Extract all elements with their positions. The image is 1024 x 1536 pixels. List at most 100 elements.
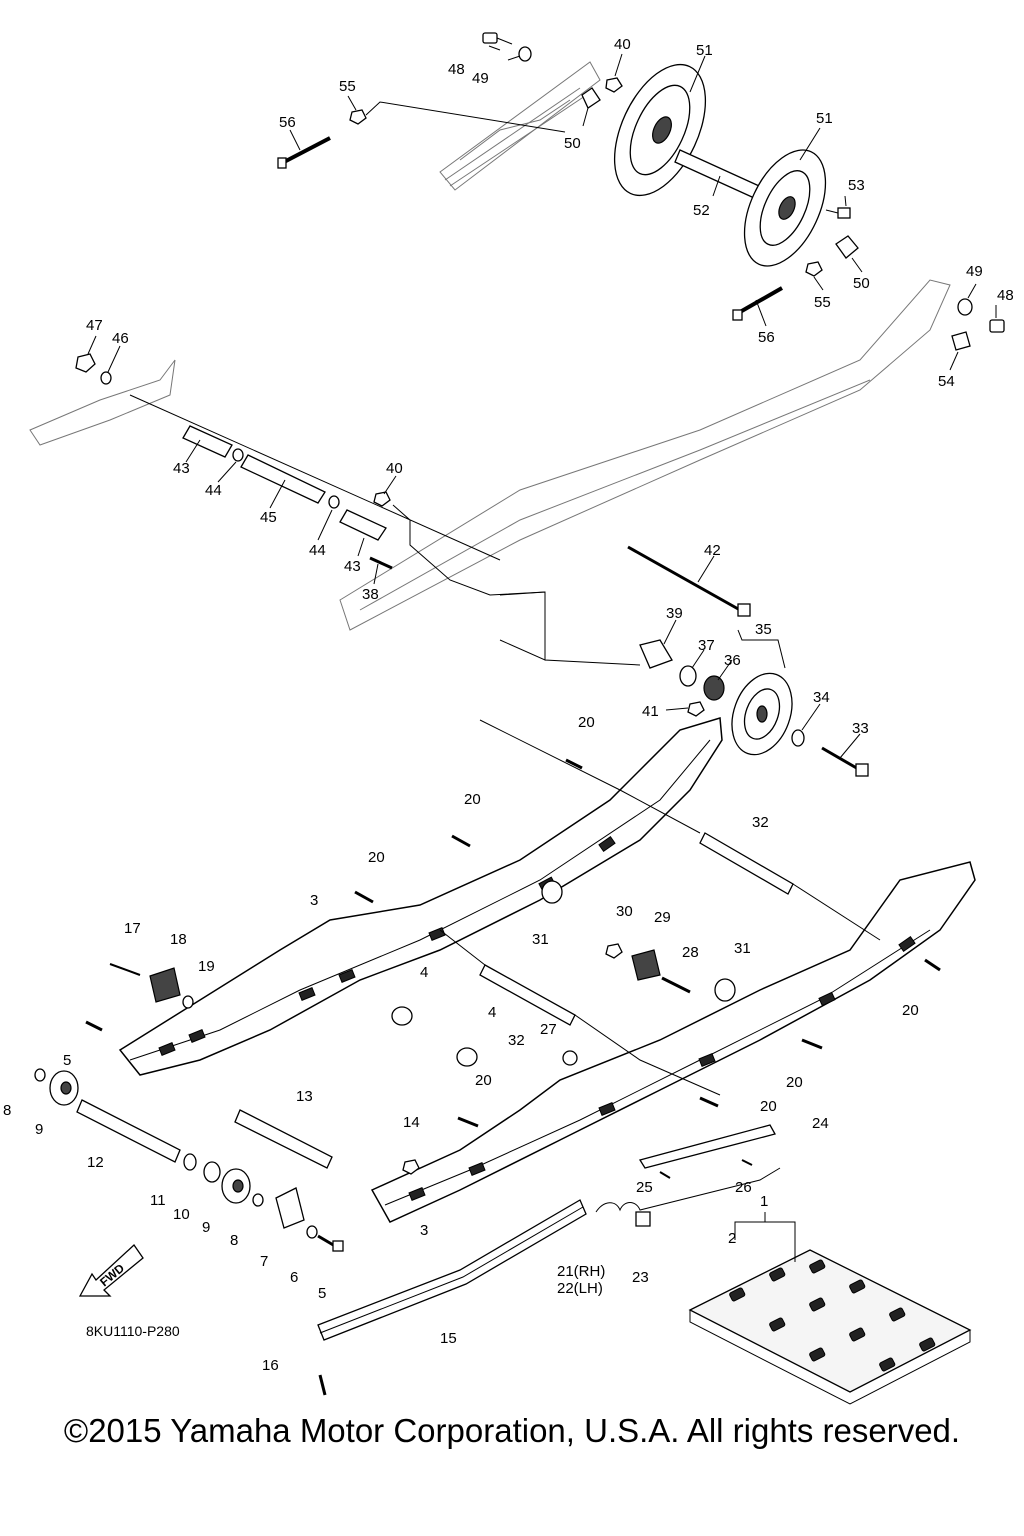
callout: 54	[938, 373, 955, 390]
callout: 16	[262, 1357, 279, 1374]
callout: 2	[728, 1230, 736, 1247]
callout: 56	[279, 114, 296, 131]
callout: 8	[3, 1102, 11, 1119]
callout: 5	[63, 1052, 71, 1069]
callout: 7	[260, 1253, 268, 1270]
callout: 20	[760, 1098, 777, 1115]
callout: 40	[386, 460, 403, 477]
clip-19	[182, 995, 194, 1009]
nut-47	[75, 353, 96, 373]
left-slide-rail-3	[370, 861, 976, 1223]
cross-shaft-32-lower	[479, 964, 576, 1026]
callout: 1	[760, 1193, 768, 1210]
callout: 42	[704, 542, 721, 559]
callout: 14	[403, 1114, 420, 1131]
callout: 20	[902, 1002, 919, 1019]
nut-27	[562, 1050, 578, 1066]
callout: 5	[318, 1285, 326, 1302]
washer-6	[306, 1225, 318, 1239]
callout: 35	[755, 621, 772, 638]
callout: 43	[344, 558, 361, 575]
ring-10	[203, 1161, 221, 1183]
nut-40-top	[605, 77, 623, 93]
bolt-38	[369, 556, 393, 570]
spacer-39	[639, 639, 673, 669]
bolts-20	[85, 758, 941, 1128]
callout: 47	[86, 317, 103, 334]
callout: 45	[260, 509, 277, 526]
callout: 37	[698, 637, 715, 654]
callout: 43	[173, 460, 190, 477]
o-ring-44-left	[232, 448, 244, 462]
spring-21-22	[595, 1167, 781, 1213]
bushing-31-left	[541, 880, 563, 904]
callout: 40	[614, 36, 631, 53]
drawing-code: 8KU1110-P280	[86, 1323, 180, 1339]
callout: 25	[636, 1179, 653, 1196]
washer-34	[791, 729, 805, 747]
bolt-5-lower	[317, 1234, 344, 1252]
callout: 56	[758, 329, 775, 346]
bearing-36	[703, 675, 725, 701]
callout: 3	[420, 1222, 428, 1239]
callout: 3	[310, 892, 318, 909]
callout: 20	[786, 1074, 803, 1091]
middle-rail-ghost	[29, 279, 951, 631]
callout: 46	[112, 330, 129, 347]
washer-4-left	[391, 1006, 413, 1026]
callout: 31	[532, 931, 549, 948]
callout: 51	[696, 42, 713, 59]
o-ring-37	[679, 665, 697, 687]
wheel-9-left	[49, 1070, 79, 1106]
washer-46	[100, 371, 112, 385]
callout: 4	[488, 1004, 496, 1021]
callout: 38	[362, 586, 379, 603]
callout: 20	[578, 714, 595, 731]
callout: 15	[440, 1330, 457, 1347]
block-18	[149, 967, 181, 1003]
screws-25-26	[659, 1159, 753, 1179]
callout: 26	[735, 1179, 752, 1196]
callout: 28	[682, 944, 699, 961]
callout: 49	[966, 263, 983, 280]
callout: 53	[848, 177, 865, 194]
idler-wheel-35	[731, 672, 793, 756]
callout: 32	[752, 814, 769, 831]
callout: 20	[368, 849, 385, 866]
pin-17	[109, 963, 141, 976]
callout: 22(LH)	[557, 1280, 603, 1297]
callout: 18	[170, 931, 187, 948]
screw-16	[318, 1374, 327, 1396]
right-slide-rail-3	[118, 717, 723, 1076]
bolt-56-right	[732, 286, 783, 321]
nut-14	[402, 1159, 420, 1175]
stopper-24	[638, 1124, 776, 1169]
circlip-8-left	[34, 1068, 46, 1082]
callout: 13	[296, 1088, 313, 1105]
bolt-48-right	[989, 319, 1005, 333]
nut-30	[605, 943, 623, 959]
callout: 21(RH)	[557, 1263, 605, 1280]
cross-shaft-32-upper	[699, 832, 794, 895]
track-lugs	[729, 1259, 936, 1372]
bolt-56-top	[277, 136, 331, 169]
shaft-45	[240, 454, 326, 504]
bolt-28	[661, 976, 691, 994]
callout: 51	[816, 110, 833, 127]
washer-4-right	[456, 1047, 478, 1067]
block-54	[951, 331, 971, 351]
washer-49-top	[518, 46, 532, 62]
copyright-notice: ©2015 Yamaha Motor Corporation, U.S.A. A…	[63, 1412, 961, 1449]
washer-49-right	[957, 298, 973, 316]
block-29	[631, 949, 661, 981]
o-ring-44-right	[328, 495, 340, 509]
callout: 27	[540, 1021, 557, 1038]
callout: 6	[290, 1269, 298, 1286]
callout: 55	[339, 78, 356, 95]
collar-43-left	[182, 425, 233, 458]
shaft-13	[234, 1109, 333, 1169]
callout: 4	[420, 964, 428, 981]
callout: 30	[616, 903, 633, 920]
callout: 41	[642, 703, 659, 720]
